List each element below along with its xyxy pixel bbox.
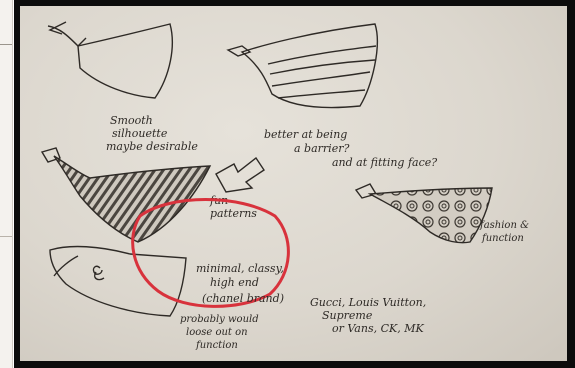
svg-text:or Vans, CK, MK: or Vans, CK, MK: [332, 322, 424, 335]
photo-border: Smooth silhouette maybe desirable better…: [14, 0, 575, 368]
note-fashion: fashion & function: [479, 220, 529, 244]
svg-text:better at being: better at being: [264, 128, 347, 141]
mask-sketch-minimal: [50, 247, 186, 316]
svg-text:maybe desirable: maybe desirable: [106, 140, 198, 153]
svg-text:high end: high end: [210, 276, 259, 289]
sketch-photo: Smooth silhouette maybe desirable better…: [20, 6, 567, 361]
svg-text:Gucci, Louis Vuitton,: Gucci, Louis Vuitton,: [310, 296, 426, 309]
mask-sketch-striped: [42, 148, 210, 242]
svg-text:function: function: [481, 233, 524, 244]
svg-text:a barrier?: a barrier?: [294, 142, 349, 155]
svg-text:Supreme: Supreme: [322, 309, 373, 322]
mask-sketch-swirl: [356, 184, 492, 243]
svg-text:fashion &: fashion &: [479, 220, 529, 231]
note-minimal: minimal, classy, high end (chanel brand): [196, 262, 284, 305]
svg-text:Smooth: Smooth: [110, 114, 153, 127]
note-smooth: Smooth silhouette maybe desirable: [106, 114, 198, 153]
mask-sketch-pleated: [228, 24, 377, 108]
adjacent-window-edge: [0, 0, 13, 368]
sketch-canvas: Smooth silhouette maybe desirable better…: [20, 6, 567, 361]
svg-text:(chanel brand): (chanel brand): [202, 292, 284, 305]
svg-text:and at fitting face?: and at fitting face?: [332, 156, 437, 169]
svg-text:silhouette: silhouette: [112, 127, 168, 140]
svg-text:function: function: [195, 340, 238, 351]
note-better: better at being a barrier? and at fittin…: [264, 128, 437, 169]
divider-line: [0, 44, 12, 45]
note-fun-patterns: fun patterns: [209, 194, 257, 220]
svg-text:probably would: probably would: [180, 314, 259, 325]
svg-text:minimal, classy,: minimal, classy,: [196, 262, 284, 275]
svg-text:patterns: patterns: [210, 207, 257, 220]
note-probably: probably would loose out on function: [180, 314, 259, 351]
edge-curve: [0, 236, 12, 277]
note-brands: Gucci, Louis Vuitton, Supreme or Vans, C…: [310, 296, 426, 335]
mask-sketch-smooth: [48, 22, 172, 98]
arrow-sketch: [216, 158, 264, 192]
svg-text:loose out on: loose out on: [186, 327, 248, 338]
